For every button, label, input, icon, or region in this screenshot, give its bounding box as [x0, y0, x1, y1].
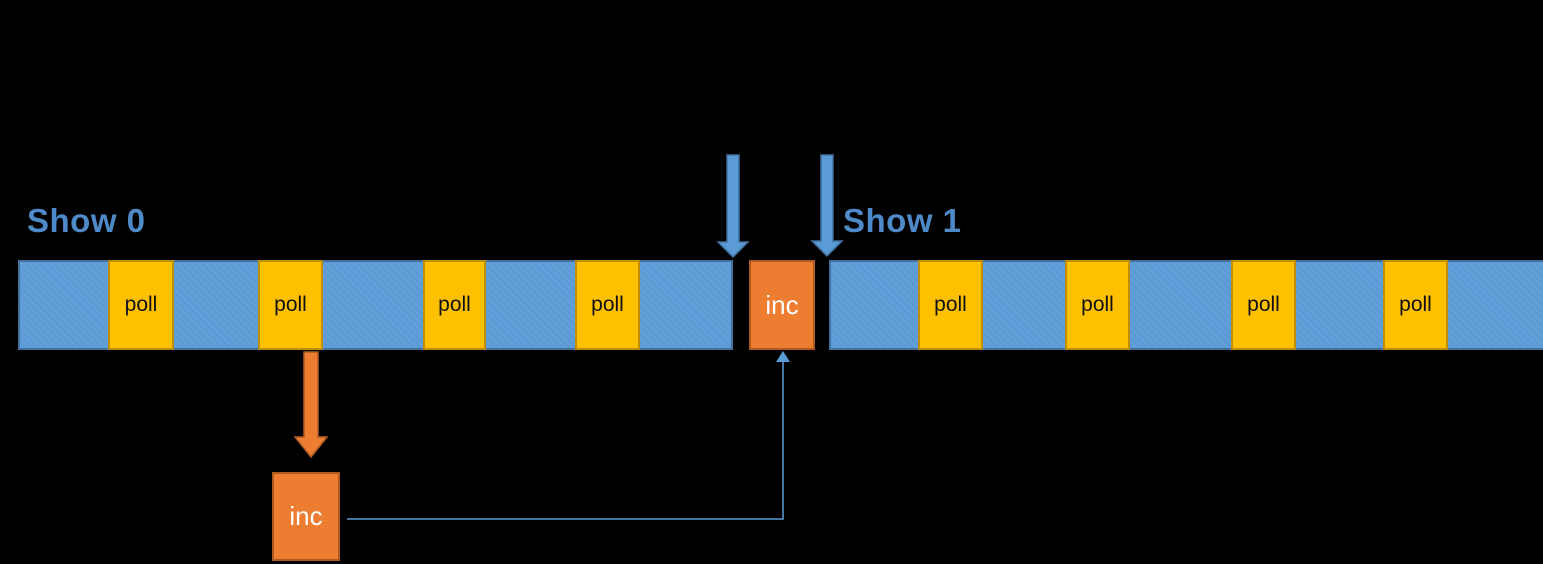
poll-label: poll	[934, 293, 967, 316]
poll-label: poll	[124, 293, 158, 316]
poll-block: poll	[423, 260, 486, 350]
show1-down-arrow-icon	[810, 154, 844, 258]
poll-to-inc-down-arrow-icon	[293, 351, 329, 459]
inc-label: inc	[765, 289, 799, 320]
poll-label: poll	[591, 293, 624, 316]
poll-block: poll	[258, 260, 323, 350]
poll-block: poll	[1065, 260, 1130, 350]
poll-block: poll	[918, 260, 983, 350]
poll-block: poll	[575, 260, 640, 350]
poll-label: poll	[1081, 293, 1114, 316]
inc-label: inc	[289, 501, 323, 531]
poll-label: poll	[1247, 293, 1280, 316]
poll-block: poll	[1231, 260, 1296, 350]
poll-block: poll	[108, 260, 174, 350]
inc-block-top: inc	[749, 260, 815, 350]
poll-label: poll	[438, 293, 471, 316]
show1-label: Show 1	[843, 202, 962, 239]
show0-down-arrow-icon	[716, 154, 750, 259]
inc-connector-arrowhead-icon	[776, 351, 790, 362]
poll-label: poll	[1399, 293, 1432, 316]
poll-block: poll	[1383, 260, 1448, 350]
inc-connector-line	[347, 362, 784, 520]
show0-label: Show 0	[27, 202, 146, 239]
inc-block-bottom: inc	[272, 472, 340, 561]
poll-label: poll	[274, 293, 307, 316]
